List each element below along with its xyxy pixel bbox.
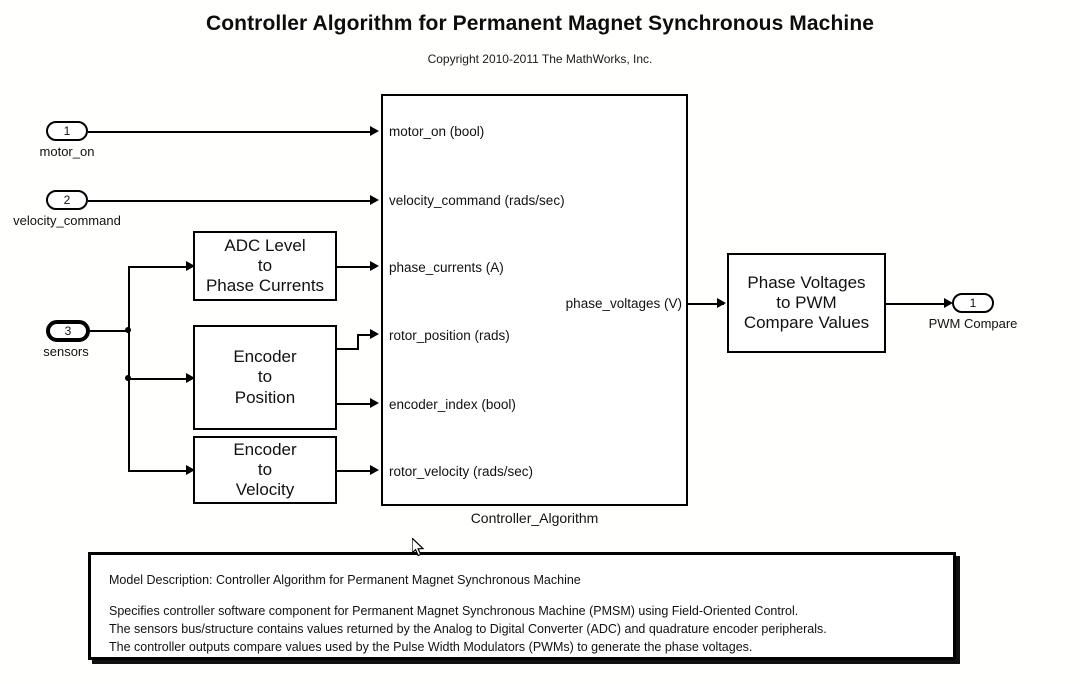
inport-sensors[interactable]: 3 — [46, 320, 90, 342]
description-spacer — [109, 589, 935, 602]
inport-motor-on[interactable]: 1 — [46, 121, 88, 141]
wire-sensors-to-encoder-position — [128, 378, 190, 380]
block-line: ADC Level — [224, 235, 306, 255]
description-line: The controller outputs compare values us… — [109, 640, 753, 655]
inport-velocity-command[interactable]: 2 — [46, 190, 88, 210]
block-adc-level-to-phase-currents[interactable]: ADC Level to Phase Currents — [193, 231, 337, 301]
wire-encpos-out1-a — [337, 348, 359, 350]
block-line: Phase Voltages — [747, 272, 866, 292]
block-line: to — [257, 255, 273, 275]
arrow-encoder-index — [370, 398, 379, 408]
block-controller-algorithm[interactable] — [381, 94, 688, 506]
wire-adc-to-phase-currents — [337, 266, 372, 268]
outport-label-pwm-compare: PWM Compare — [928, 316, 1018, 331]
signal-label-encoder-index: encoder_index (bool) — [389, 397, 516, 412]
arrow-phase-currents — [370, 261, 379, 271]
wire-motor-on — [88, 131, 372, 133]
block-line: Encoder — [233, 439, 297, 459]
inport-label-motor-on: motor_on — [39, 144, 95, 159]
arrow-sensors-to-encoder-velocity — [186, 465, 195, 475]
inport-number: 2 — [63, 193, 71, 207]
arrow-pwm-compare — [944, 298, 953, 308]
outport-pwm-compare[interactable]: 1 — [952, 293, 994, 313]
arrow-rotor-velocity — [370, 465, 379, 475]
block-line: Velocity — [235, 480, 295, 500]
copyright-notice: Copyright 2010-2011 The MathWorks, Inc. — [427, 52, 653, 66]
model-description-box[interactable]: Model Description: Controller Algorithm … — [88, 552, 956, 660]
block-line: Compare Values — [743, 313, 870, 333]
signal-label-velocity-command: velocity_command (rads/sec) — [389, 193, 565, 208]
block-line: Phase Currents — [205, 276, 325, 296]
block-line: to — [257, 459, 273, 479]
arrow-phase-voltages — [717, 298, 726, 308]
arrow-sensors-to-encoder-position — [186, 373, 195, 383]
block-encoder-to-velocity[interactable]: Encoder to Velocity — [193, 436, 337, 504]
inport-number: 1 — [63, 124, 71, 138]
wire-encpos-out2 — [337, 403, 372, 405]
page-title: Controller Algorithm for Permanent Magne… — [205, 12, 875, 35]
description-line: The sensors bus/structure contains value… — [109, 622, 827, 637]
wire-pwm-to-outport — [886, 303, 948, 305]
block-line: Encoder — [233, 347, 297, 367]
arrow-rotor-position — [370, 329, 379, 339]
arrow-motor-on — [370, 126, 379, 136]
wire-phase-voltages — [688, 303, 724, 305]
arrow-velocity-command — [370, 195, 379, 205]
description-line: Specifies controller software component … — [109, 604, 799, 619]
signal-label-phase-voltages: phase_voltages (V) — [565, 296, 682, 311]
wire-encvel-to-rotor-velocity — [337, 470, 372, 472]
wire-sensors-trunk — [90, 330, 130, 332]
block-encoder-to-position[interactable]: Encoder to Position — [193, 325, 337, 430]
block-line: to PWM — [776, 292, 837, 312]
signal-label-phase-currents: phase_currents (A) — [389, 260, 504, 275]
signal-label-rotor-position: rotor_position (rads) — [389, 328, 510, 343]
wire-encpos-out1-b — [357, 334, 372, 336]
signal-label-rotor-velocity: rotor_velocity (rads/sec) — [389, 464, 534, 479]
signal-label-motor-on: motor_on (bool) — [389, 124, 485, 139]
outport-number: 1 — [969, 296, 977, 310]
block-phase-voltages-to-pwm[interactable]: Phase Voltages to PWM Compare Values — [727, 253, 886, 353]
inport-label-velocity-command: velocity_command — [13, 213, 121, 228]
description-heading: Model Description: Controller Algorithm … — [109, 573, 581, 587]
wire-encpos-out1-v — [357, 334, 359, 350]
arrow-sensors-to-adc — [186, 261, 195, 271]
wire-sensors-spine — [128, 266, 130, 470]
inport-number: 3 — [64, 324, 72, 338]
wire-sensors-to-adc — [128, 266, 190, 268]
block-caption-controller-algorithm: Controller_Algorithm — [470, 510, 599, 526]
block-line: Position — [234, 387, 296, 407]
wire-velocity-command — [88, 200, 372, 202]
block-line: to — [257, 367, 273, 387]
inport-label-sensors: sensors — [43, 344, 89, 359]
wire-sensors-to-encoder-velocity — [128, 470, 190, 472]
